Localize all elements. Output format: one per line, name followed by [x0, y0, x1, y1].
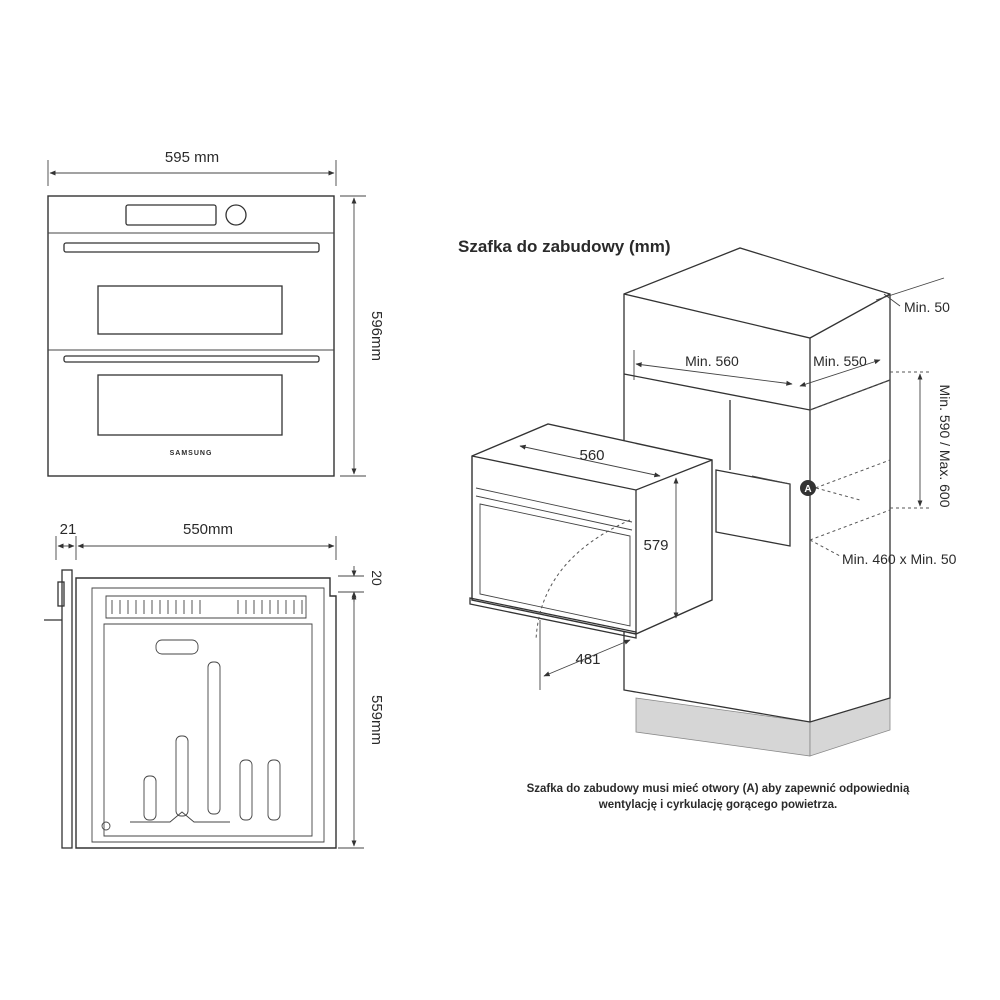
oven-height-label: 579 — [643, 537, 668, 554]
door-profile — [61, 569, 73, 849]
opening-a-marker — [800, 480, 816, 496]
cabinet-diagram: Szafka do zabudowy (mm) Min. 50 Min. 560… — [458, 237, 957, 811]
brand-logo: SAMSUNG — [170, 450, 213, 457]
min-width-label: Min. 560 — [685, 353, 739, 369]
ventilation-note-line2: wentylację i cyrkulację gorącego powietr… — [598, 799, 837, 811]
side-view: 21 550mm 20 559mm — [44, 521, 385, 849]
ventilation-note-line1: Szafka do zabudowy musi mieć otwory (A) … — [527, 783, 910, 795]
cabinet-title: Szafka do zabudowy (mm) — [458, 237, 671, 256]
control-display — [125, 204, 217, 226]
height-range-label: Min. 590 / Max. 600 — [937, 385, 953, 508]
opening-size-label: Min. 460 x Min. 50 — [842, 551, 957, 567]
front-width-label: 595 mm — [165, 149, 219, 166]
door-swing-label: 481 — [575, 651, 600, 668]
opening-a-letter: A — [804, 484, 811, 495]
min-top-clearance-label: Min. 50 — [904, 299, 950, 315]
lower-window — [97, 374, 283, 436]
upper-handle — [63, 242, 320, 253]
front-height-label: 596mm — [368, 311, 385, 361]
door-depth-label: 21 — [60, 521, 77, 538]
cabinet-outline — [623, 247, 891, 723]
body-depth-label: 550mm — [183, 521, 233, 538]
min-depth-label: Min. 550 — [813, 353, 867, 369]
lower-handle — [63, 355, 320, 363]
oven-side-outline — [75, 577, 337, 849]
oven-front-outline — [47, 195, 335, 477]
control-knob — [225, 204, 247, 226]
body-height-label: 559mm — [368, 695, 385, 745]
oven-width-label: 560 — [579, 447, 604, 464]
front-view: 595 mm 596mm SAMSUNG — [47, 149, 385, 477]
vent-ribs — [105, 595, 307, 619]
top-offset-label: 20 — [369, 570, 385, 586]
upper-window — [97, 285, 283, 335]
